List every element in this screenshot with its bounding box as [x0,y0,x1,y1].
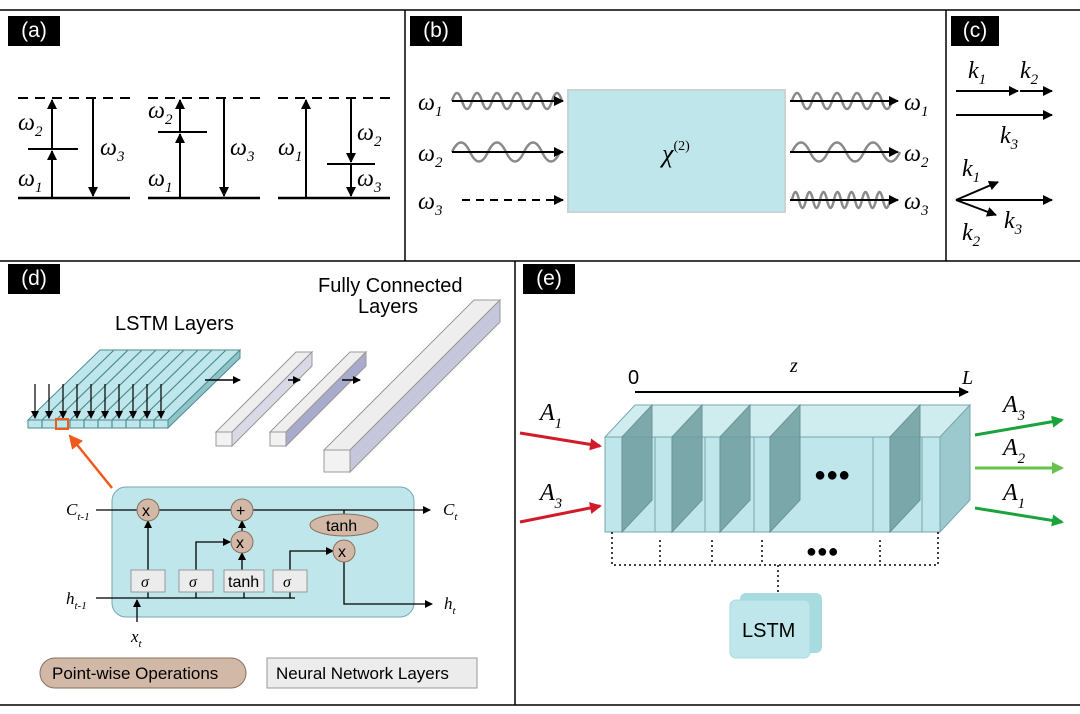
chi2-label: χ(2) [659,139,690,168]
panel-d-legend: Point-wise Operations Neural Network Lay… [39,657,478,689]
axis-label-z: z [789,355,798,377]
c-k2-bottom: k2 [962,220,981,250]
op-plus: + [236,503,245,520]
c-k1-top: k1 [968,58,986,88]
label-omega3-a3: ω3 [357,166,381,196]
lstm-box-label: LSTM [742,620,795,642]
label-omega2-a2: ω2 [148,98,173,128]
b-out-omega3: ω3 [904,189,928,219]
axis-end: L [961,367,973,389]
label-omega2-a3: ω2 [357,120,382,150]
legend-layers-label: Neural Network Layers [276,664,449,683]
e-A2-out: A2 [1001,435,1026,467]
highlighted-cell [55,418,69,430]
legend-pointwise-box [39,657,247,689]
c-k2-top: k2 [1020,58,1039,88]
axis-start: 0 [628,367,639,389]
e-A1: A1 [538,400,562,432]
label-h-prev: ht-1 [66,589,87,612]
e-A3-out: A3 [1001,392,1025,424]
panel-e-tag: (e) [523,264,575,294]
fc-title-line2: Layers [358,296,418,318]
op-output-x: x [338,544,346,561]
c-k3-bottom: k3 [1004,208,1022,238]
panel-a-labels: ω2 ω1 ω3 ω2 ω1 ω3 ω1 ω2 ω3 [18,98,382,196]
panel-d-labels: x + x x tanh σ σ tanh σ Ct-1 Ct ht-1 ht … [66,500,458,650]
op-tanh: tanh [326,518,357,535]
b-out-omega1: ω1 [904,90,928,120]
gate-sigma-3: σ [283,574,292,591]
label-c-next: Ct [443,500,458,523]
fc-title-line1: Fully Connected [318,275,463,297]
label-omega2-a1: ω2 [18,110,43,140]
c-k3-top: k3 [1000,123,1018,153]
lstm-slab [26,348,242,430]
label-omega1-a2: ω1 [148,166,172,196]
op-input-x: x [236,535,244,552]
label-omega3-a2: ω3 [230,135,254,165]
c-k1-bottom: k1 [962,156,980,186]
legend-layers-box [266,657,478,689]
chi2-crystal [567,89,786,213]
panel-c-tag: (c) [951,16,999,46]
panel-d-tag: (d) [8,264,60,294]
panel-d-network: LSTM Layers Fully Connected Layers [26,275,502,622]
gate-tanh: tanh [228,574,259,591]
label-x-in: xt [130,627,143,650]
b-in-omega3: ω3 [418,189,442,219]
frame-lines [0,9,1080,706]
dots-inside: ●●● [814,464,850,486]
lstm-layers-title: LSTM Layers [115,313,234,335]
e-A1-out: A1 [1001,480,1025,512]
panel-b: χ(2) ω1 ω2 ω3 ω1 ω2 ω3 [418,89,929,219]
panel-c-wavevectors: k1 k2 k3 k1 k2 k3 [955,58,1053,250]
dots-below: ●●● [806,541,839,561]
panel-b-tag: (b) [410,16,462,46]
label-h-next: ht [444,594,457,617]
b-in-omega1: ω1 [418,90,442,120]
panel-e-waveguide: 0 z L ●●● [519,355,1064,659]
gate-sigma-2: σ [189,574,198,591]
panel-a-tag: (a) [8,16,60,46]
label-omega1-a3: ω1 [278,135,302,165]
op-forget-x: x [142,503,150,520]
gate-sigma-1: σ [141,574,150,591]
b-out-omega2: ω2 [904,141,929,171]
e-A3-in: A3 [538,480,562,512]
fc-bar-1 [214,350,314,448]
legend-pointwise-label: Point-wise Operations [52,664,218,683]
label-omega3-a1: ω3 [100,135,124,165]
b-in-omega2: ω2 [418,141,443,171]
label-omega1-a1: ω1 [18,166,42,196]
fc-bar-3 [322,298,502,474]
panel-a-energy-diagrams [18,97,390,200]
wave-in-1 [450,91,564,111]
fc-bar-2 [268,350,368,448]
label-c-prev: Ct-1 [66,500,90,523]
